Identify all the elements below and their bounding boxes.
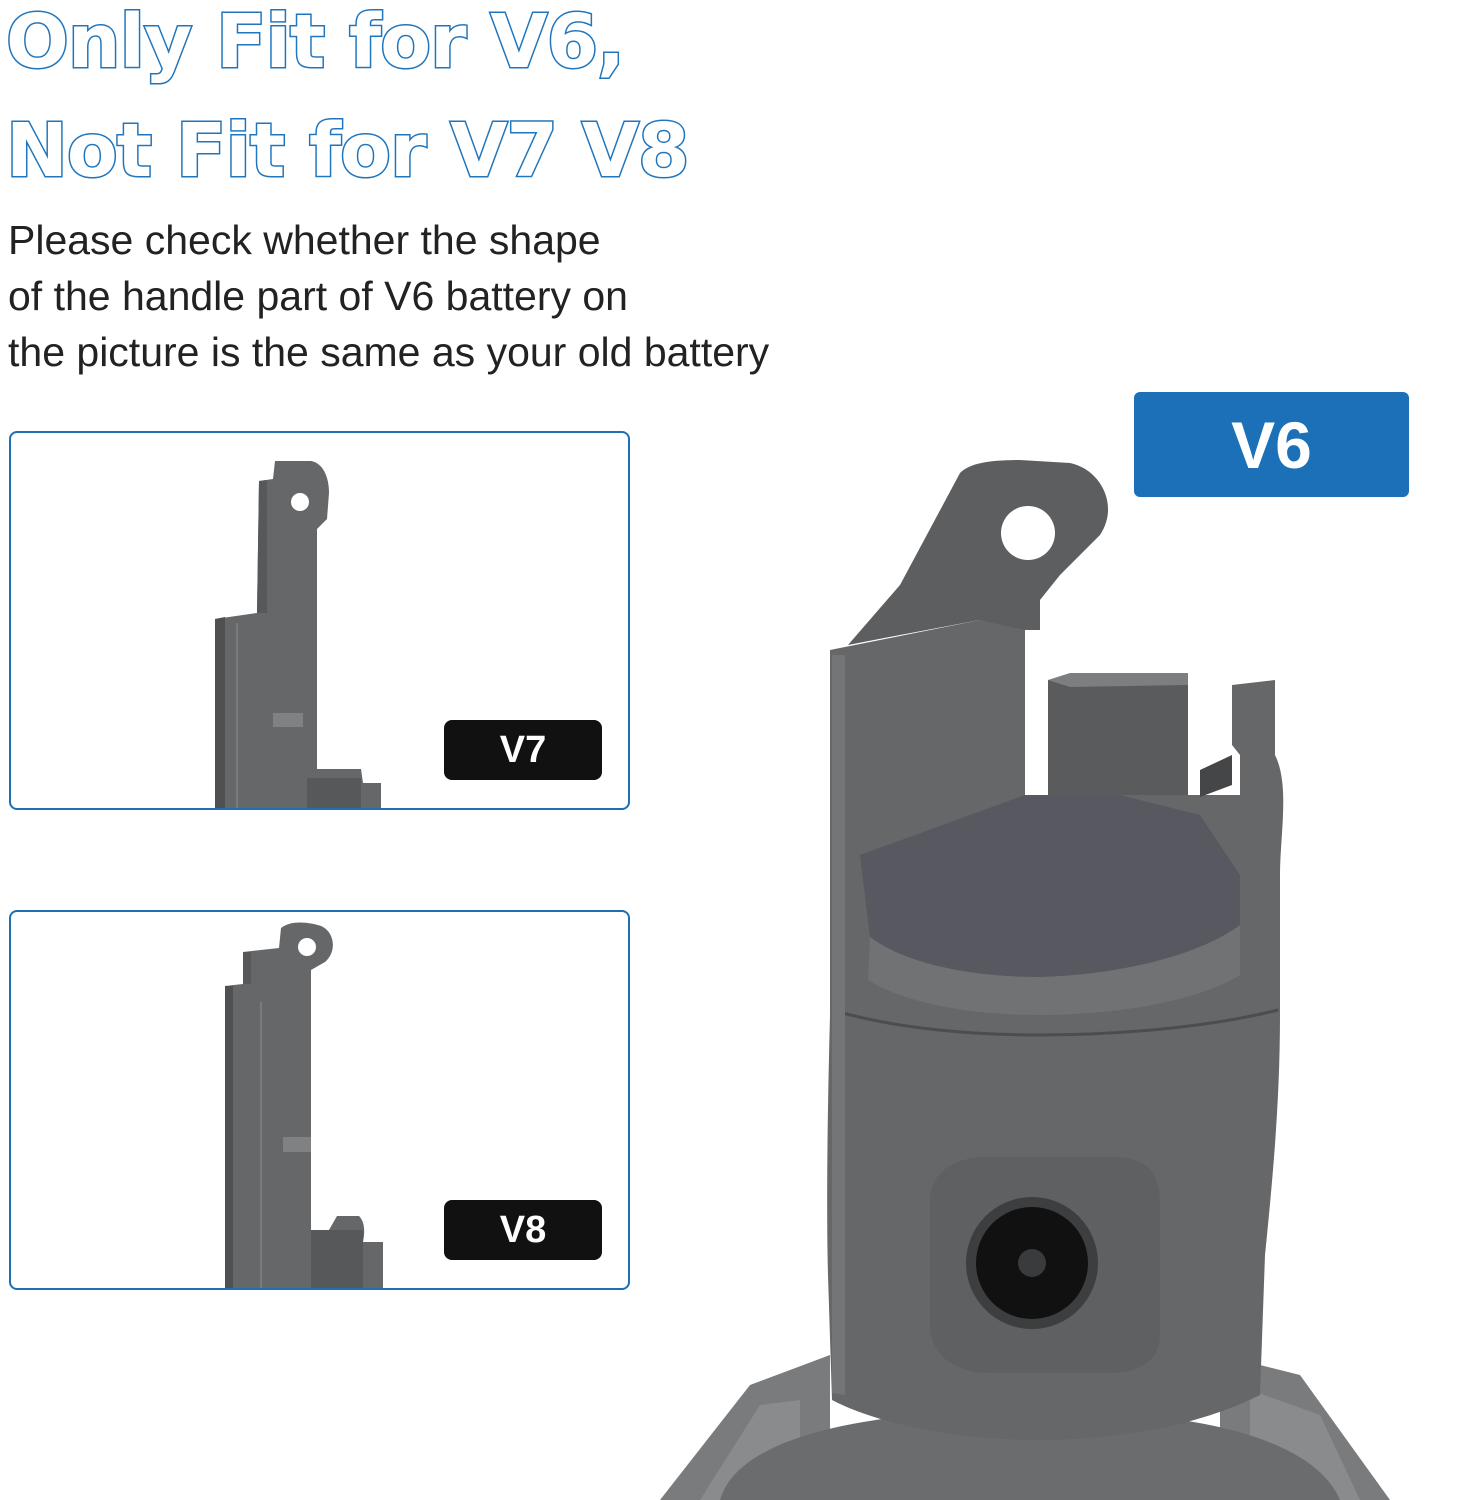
comparison-panel-v7: V7 [9,431,630,810]
v7-label-badge: V7 [444,720,602,780]
headline-line-1: Only Fit for V6, [4,0,626,85]
v7-handle-image [215,461,381,808]
comparison-panel-v8: V8 [9,910,630,1290]
description-line-3: the picture is the same as your old batt… [8,329,770,375]
headline-line-2: Not Fit for V7 V8 [5,108,692,194]
compatibility-description: Please check whether the shape of the ha… [8,212,769,380]
v6-label-badge: V6 [1134,392,1409,497]
v8-label-badge: V8 [444,1200,602,1260]
v8-handle-image [225,922,383,1288]
v6-battery-image [660,460,1390,1500]
description-line-2: of the handle part of V6 battery on [8,273,628,319]
description-line-1: Please check whether the shape [8,217,601,263]
